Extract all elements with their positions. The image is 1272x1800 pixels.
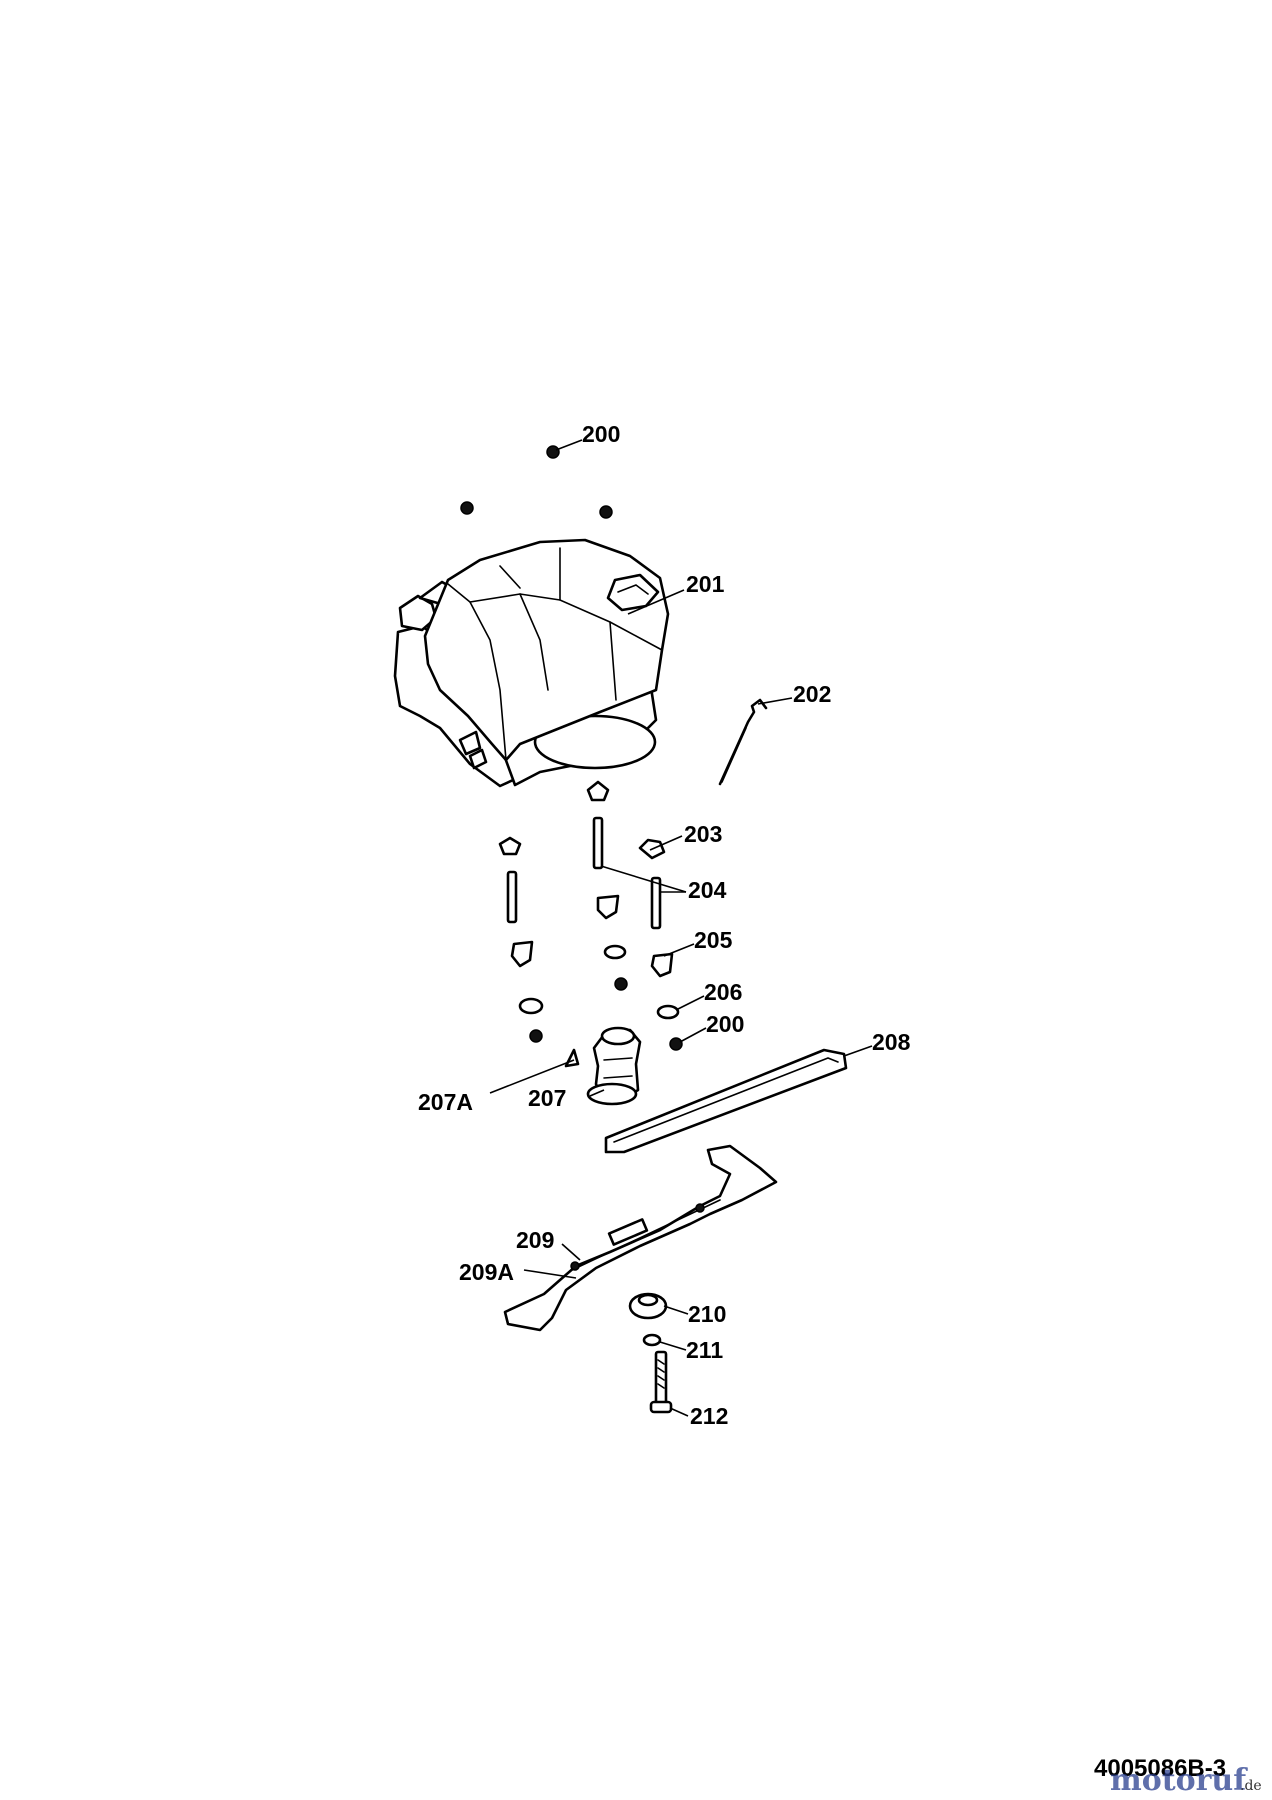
label-200-top: 200 bbox=[582, 421, 620, 447]
label-210: 210 bbox=[688, 1301, 726, 1327]
bolt-212 bbox=[649, 1350, 673, 1414]
part-labels: 200 201 202 203 204 205 206 200 208 207A… bbox=[418, 421, 911, 1429]
label-201: 201 bbox=[686, 571, 725, 597]
label-211: 211 bbox=[686, 1337, 723, 1363]
hub-210 bbox=[628, 1292, 668, 1320]
leader-lines bbox=[489, 439, 873, 1417]
label-208: 208 bbox=[872, 1029, 911, 1055]
washer-211 bbox=[642, 1333, 662, 1347]
label-204: 204 bbox=[688, 877, 727, 903]
document-number: 4005086B-3 bbox=[1094, 1755, 1226, 1782]
blade-209 bbox=[503, 1144, 778, 1332]
label-203: 203 bbox=[684, 821, 722, 847]
label-200-lower: 200 bbox=[706, 1011, 744, 1037]
label-206: 206 bbox=[704, 979, 742, 1005]
label-202: 202 bbox=[793, 681, 831, 707]
label-207A: 207A bbox=[418, 1089, 473, 1115]
label-207: 207 bbox=[528, 1085, 566, 1111]
fasteners bbox=[460, 445, 683, 1051]
watermark-logo: motoruf .de bbox=[1110, 1763, 1262, 1798]
label-205: 205 bbox=[694, 927, 733, 953]
cable-202 bbox=[718, 698, 768, 786]
pulley-207 bbox=[564, 1026, 642, 1106]
label-209: 209 bbox=[516, 1227, 554, 1253]
watermark-brand: motoruf bbox=[1110, 1763, 1248, 1798]
watermark-suffix: .de bbox=[1240, 1778, 1262, 1794]
label-212: 212 bbox=[690, 1403, 728, 1429]
label-209A: 209A bbox=[459, 1259, 514, 1285]
engine bbox=[393, 538, 670, 788]
belt-208 bbox=[604, 1048, 848, 1154]
